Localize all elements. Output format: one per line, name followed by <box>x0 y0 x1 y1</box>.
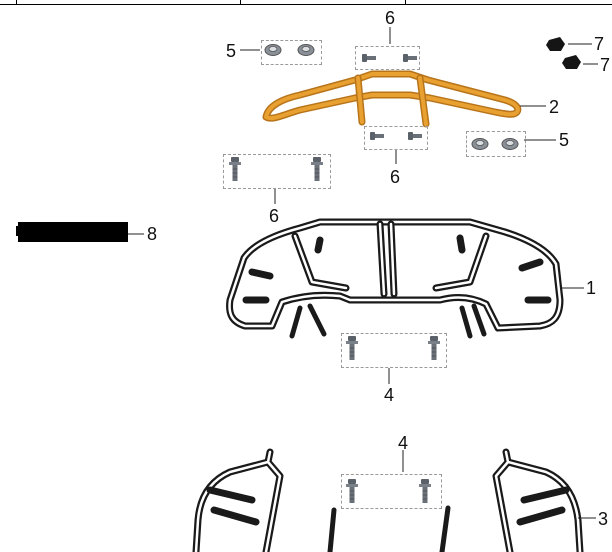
frame-tick <box>240 0 241 4</box>
callout-5: 5 <box>559 130 570 150</box>
hardware-box-part-6 <box>355 46 420 70</box>
callout-7: 7 <box>594 34 605 54</box>
hardware-box-part-4 <box>341 333 447 368</box>
callout-7: 7 <box>600 55 611 75</box>
frame-tick <box>16 0 17 4</box>
callout-6: 6 <box>269 206 280 226</box>
callout-3: 3 <box>598 509 609 529</box>
hardware-box-part-5 <box>466 131 526 157</box>
front-rack-part-1 <box>226 218 564 339</box>
hardware-box-part-4 <box>341 474 442 509</box>
hardware-box-part-6 <box>223 154 331 189</box>
hardware-box-part-6 <box>364 126 428 150</box>
leader-lines <box>128 27 598 519</box>
callout-1: 1 <box>586 278 597 298</box>
callout-2: 2 <box>549 97 560 117</box>
rear-rack-part-3 <box>192 448 584 552</box>
hardware-box-part-5 <box>261 40 322 65</box>
callout-6: 6 <box>385 8 396 28</box>
callout-4: 4 <box>398 433 409 453</box>
callout-6: 6 <box>390 167 401 187</box>
frame-tick <box>405 0 406 4</box>
redacted-label <box>16 222 128 242</box>
callout-4: 4 <box>384 385 395 405</box>
rear-bar-part-2 <box>262 70 522 128</box>
callout-8: 8 <box>147 224 158 244</box>
rubber-cap-icon <box>546 37 581 69</box>
page-frame <box>0 0 612 5</box>
callout-5: 5 <box>226 41 237 61</box>
